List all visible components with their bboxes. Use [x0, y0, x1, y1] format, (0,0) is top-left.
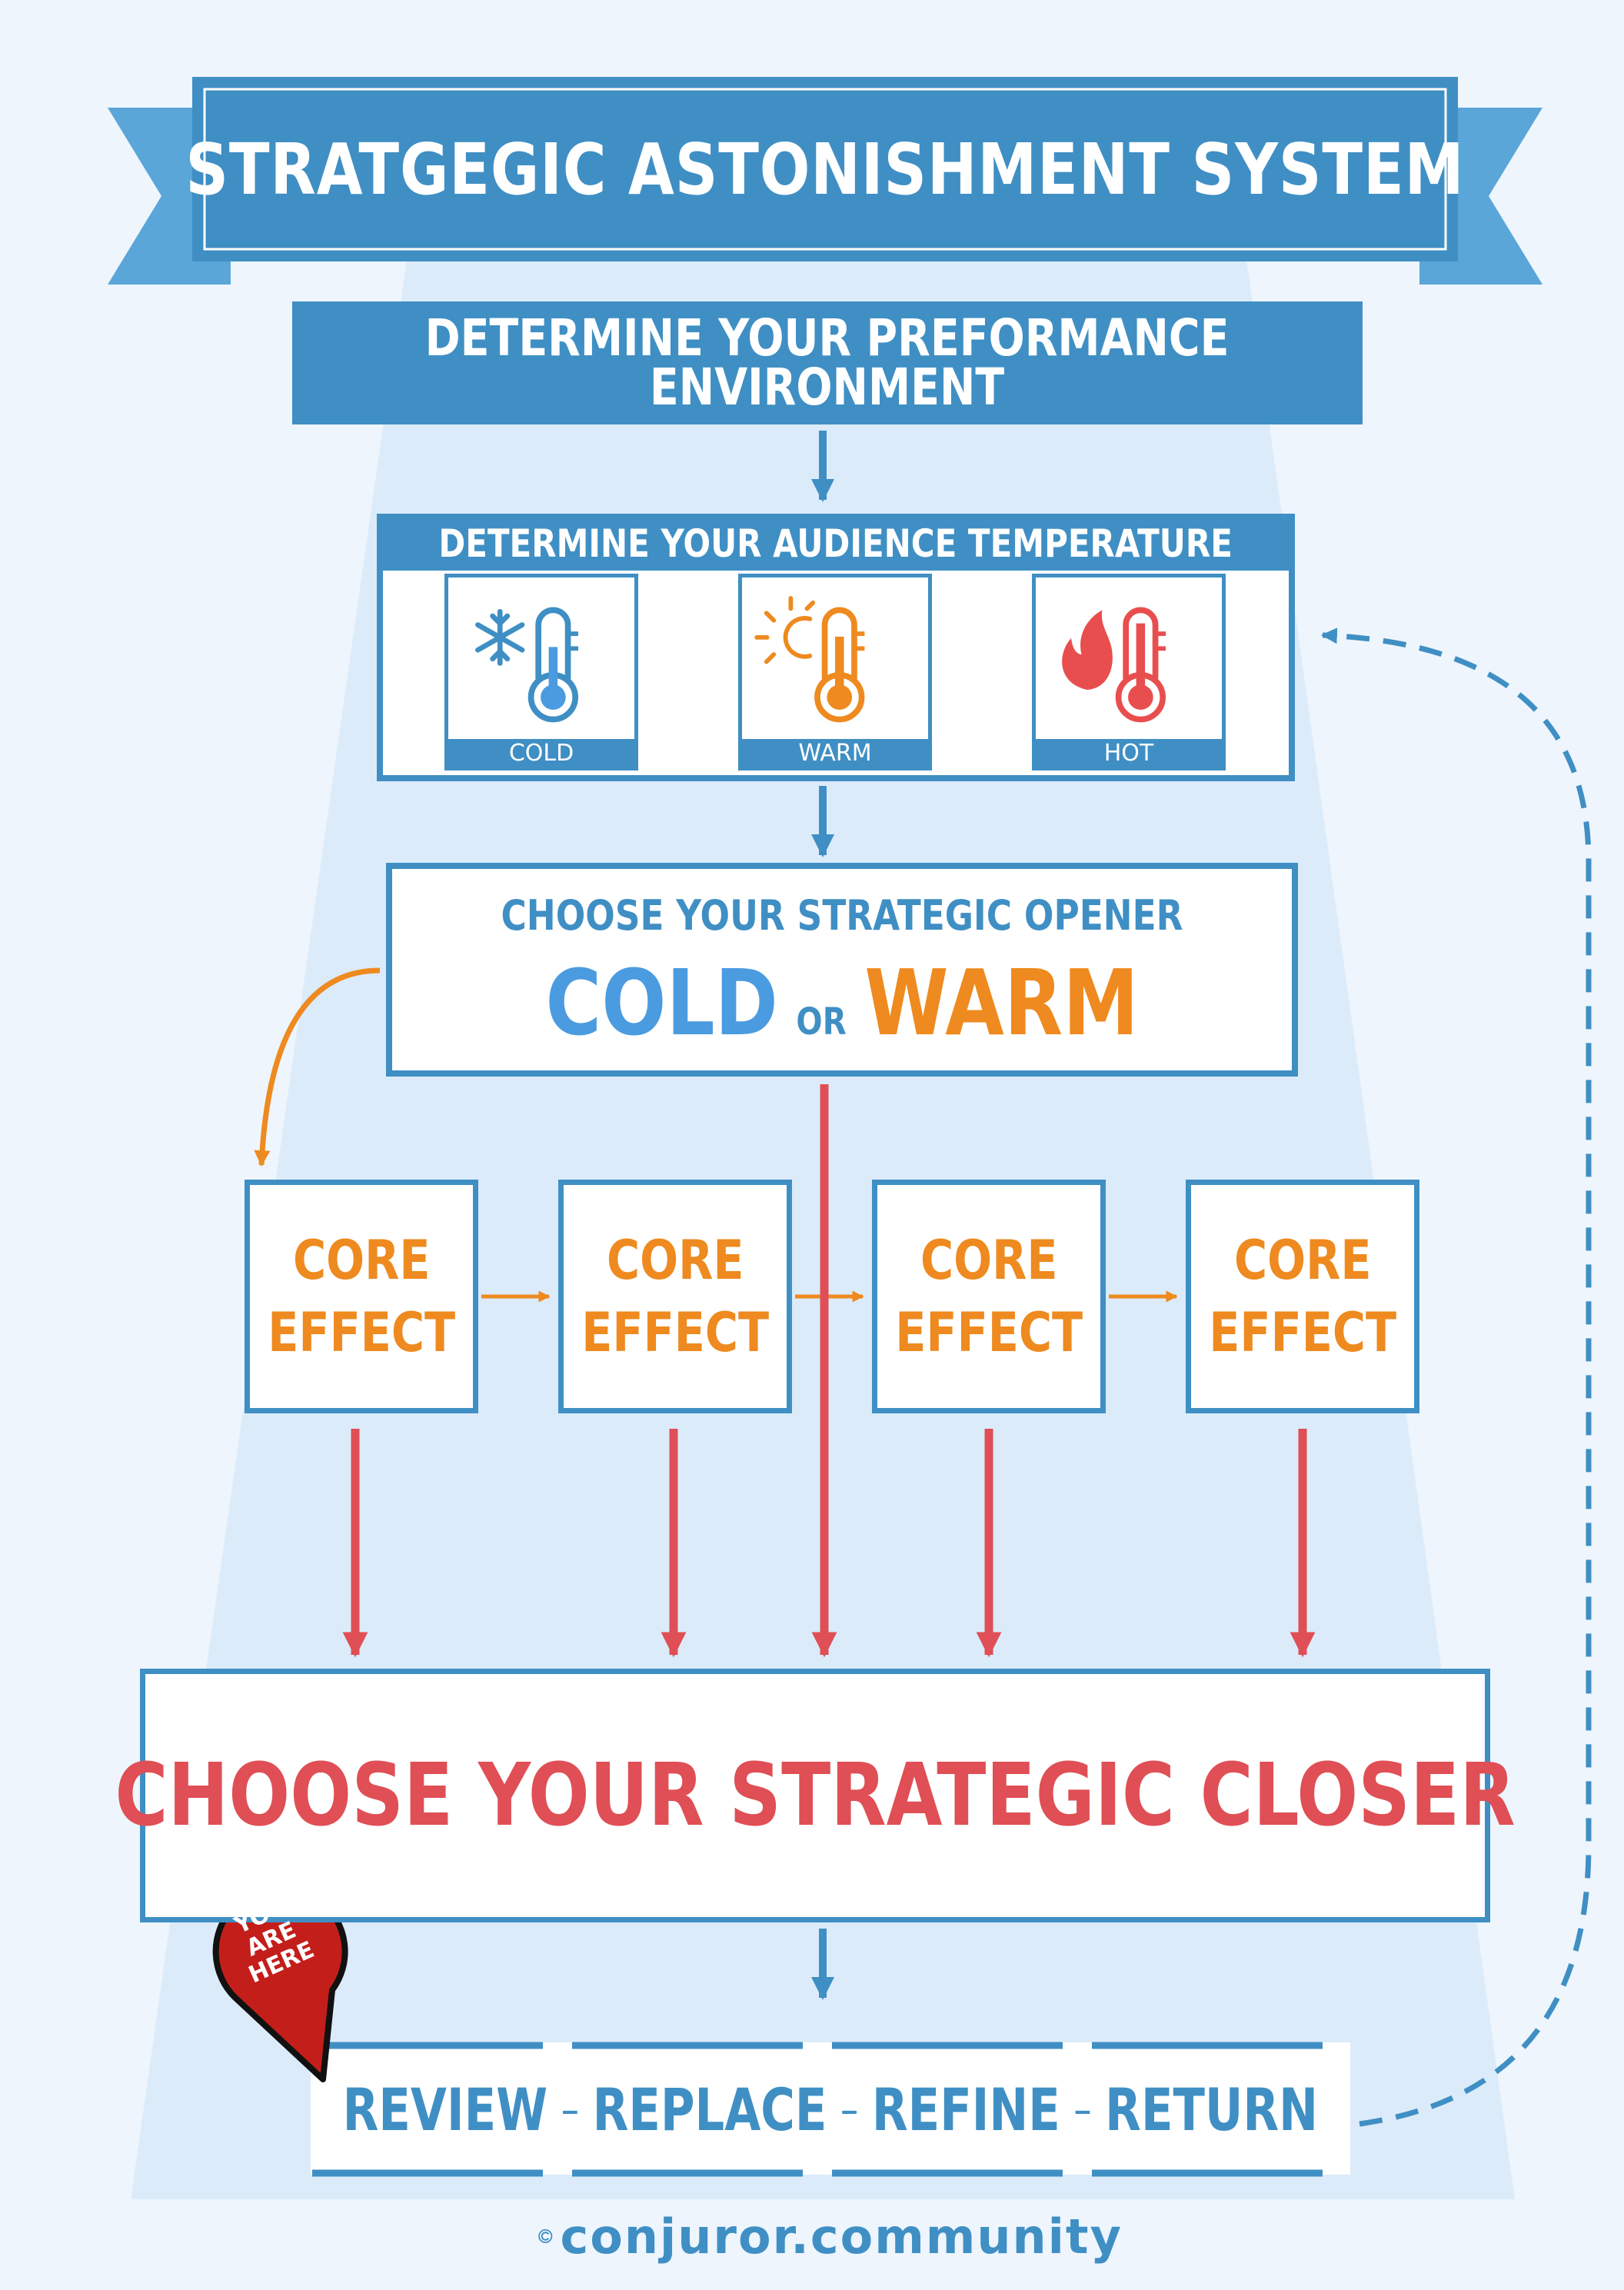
steps-bar-background: [311, 2042, 1350, 2175]
opener-choice-row: COLD OR WARM: [392, 949, 1292, 1057]
temperature-card-warm: WARM: [738, 574, 932, 771]
brand-footer: conjuror.community: [538, 2199, 1123, 2273]
temperature-label-cold: COLD: [448, 739, 634, 767]
step-review: REVIEW: [342, 2075, 548, 2144]
core-effect-line-1: CORE: [292, 1229, 431, 1292]
core-effect-line-2: EFFECT: [268, 1301, 455, 1364]
core-effect-box-4: CORE EFFECT: [1186, 1180, 1419, 1413]
environment-line-2: ENVIRONMENT: [650, 358, 1005, 417]
core-effect-box-3: CORE EFFECT: [872, 1180, 1106, 1413]
environment-line-1: DETERMINE YOUR PREFORMANCE: [425, 308, 1230, 368]
closer-box: CHOOSE YOUR STRATEGIC CLOSER: [115, 1669, 1516, 1922]
opener-or-label: OR: [796, 1000, 847, 1043]
step-separator: –: [840, 2083, 859, 2135]
opener-warm-label: WARM: [864, 950, 1139, 1056]
step-refine: REFINE: [872, 2075, 1060, 2144]
environment-banner: [292, 301, 1363, 424]
core-effect-line-1: CORE: [606, 1229, 744, 1292]
arrow-opener-to-effect: [254, 967, 381, 1167]
opener-heading: CHOOSE YOUR STRATEGIC OPENER: [501, 890, 1183, 940]
flame-thermometer-icon: [1062, 607, 1166, 723]
closer-heading: CHOOSE YOUR STRATEGIC CLOSER: [115, 1746, 1516, 1846]
title-banner: STRATGEGIC ASTONISHMENT SYSTEM: [186, 89, 1464, 249]
step-separator: –: [561, 2083, 580, 2135]
temperature-heading-bar: DETERMINE YOUR AUDIENCE TEMPERATURE: [380, 517, 1292, 571]
temperature-heading: DETERMINE YOUR AUDIENCE TEMPERATURE: [438, 521, 1233, 566]
steps-bar: REVIEW – REPLACE – REFINE – RETURN: [311, 2055, 1350, 2164]
snowflake-thermometer-icon: [475, 607, 579, 723]
page-title: STRATGEGIC ASTONISHMENT SYSTEM: [185, 128, 1465, 211]
conjuror-logo-icon: [538, 2228, 553, 2244]
core-effect-line-2: EFFECT: [1209, 1301, 1396, 1364]
opener-box: CHOOSE YOUR STRATEGIC OPENER COLD OR WAR…: [386, 863, 1298, 1077]
sun-thermometer-icon: [754, 596, 865, 723]
temperature-label-warm: WARM: [742, 739, 928, 767]
step-separator: –: [1073, 2083, 1092, 2135]
temperature-label-hot: HOT: [1036, 739, 1222, 767]
core-effect-line-2: EFFECT: [895, 1301, 1083, 1364]
core-effect-box-1: CORE EFFECT: [245, 1180, 478, 1413]
feedback-loop-arrow: [1320, 627, 1592, 2127]
opener-heading-row: CHOOSE YOUR STRATEGIC OPENER: [392, 886, 1292, 944]
step-return: RETURN: [1105, 2075, 1319, 2144]
core-effect-box-2: CORE EFFECT: [558, 1180, 792, 1413]
step-replace: REPLACE: [592, 2075, 827, 2144]
core-effect-line-2: EFFECT: [581, 1301, 769, 1364]
title-ribbon: [108, 77, 1542, 285]
temperature-card-hot: HOT: [1032, 574, 1226, 771]
temperature-panel-header: [380, 517, 1292, 571]
core-effect-line-1: CORE: [920, 1229, 1058, 1292]
core-effect-line-1: CORE: [1233, 1229, 1372, 1292]
temperature-card-cold: COLD: [444, 574, 638, 771]
environment-step: DETERMINE YOUR PREFORMANCE ENVIRONMENT: [292, 301, 1363, 424]
opener-cold-label: COLD: [545, 950, 778, 1056]
brand-name: conjuror.community: [560, 2208, 1123, 2265]
